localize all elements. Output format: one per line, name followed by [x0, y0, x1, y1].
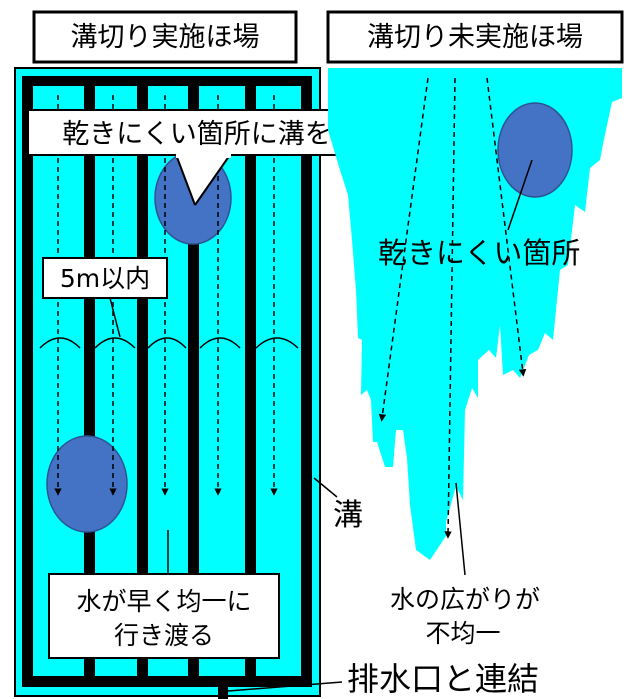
flow-arrows-right: [378, 77, 527, 539]
uneven-water-spread: [328, 68, 622, 560]
left-field: 乾きにくい箇所に溝を設置 5m以内 水が早く均一に 行き渡る: [14, 67, 421, 697]
left-header-label: 溝切り実施ほ場: [71, 22, 260, 53]
ditch-annotation: 溝: [313, 477, 363, 533]
wet-spot-lower: [46, 435, 128, 533]
ditch-grid: [22, 76, 312, 687]
left-header: 溝切り実施ほ場: [32, 10, 298, 64]
drain-annotation: 排水口と連結: [218, 660, 539, 699]
even-spread-callout: 水が早く均一に 行き渡る: [48, 530, 280, 659]
hard-to-dry-label: 乾きにくい箇所: [378, 236, 580, 270]
spacing-label: 5m以内: [60, 264, 150, 293]
right-header: 溝切り未実施ほ場: [326, 10, 624, 64]
even-spread-line1: 水が早く均一に: [76, 587, 251, 616]
spacing-arcs: [39, 337, 299, 349]
uneven-label-line1: 水の広がりが: [390, 585, 540, 614]
drain-link-label: 排水口と連結: [347, 660, 539, 698]
right-header-label: 溝切り未実施ほ場: [367, 22, 583, 53]
right-field: 乾きにくい箇所 水の広がりが 不均一: [328, 68, 622, 648]
ditch-label: 溝: [333, 498, 363, 533]
wet-spot-right: [497, 102, 573, 198]
ditch-placement-callout: 乾きにくい箇所に溝を設置: [27, 109, 421, 206]
uneven-label-line2: 不均一: [425, 619, 500, 648]
even-spread-line2: 行き渡る: [114, 621, 214, 650]
spacing-callout: 5m以内: [42, 257, 168, 338]
